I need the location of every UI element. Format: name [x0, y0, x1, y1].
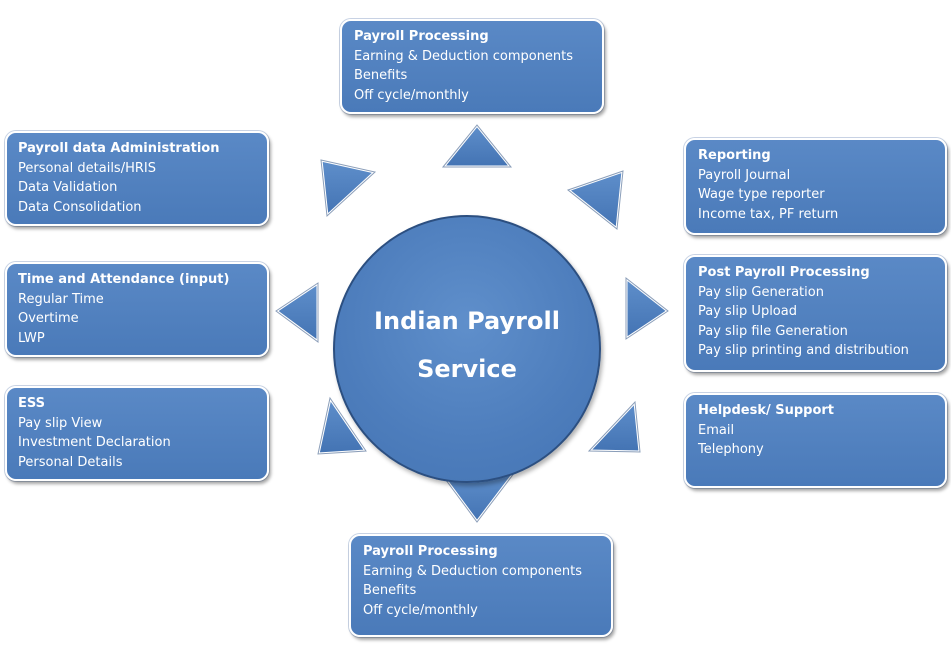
list-item: Data Consolidation — [18, 199, 142, 215]
list-item: Wage type reporter — [698, 187, 825, 202]
helpdesk-support-box: Helpdesk/ Support Email Telephony — [684, 393, 947, 488]
box-title: Time and Attendance (input) — [18, 272, 230, 287]
payroll-processing-bottom-box: Payroll Processing Earning & Deduction c… — [349, 534, 613, 637]
list-item: LWP — [18, 330, 45, 346]
center-circle: Indian Payroll Service — [333, 215, 601, 483]
box-title: Reporting — [698, 148, 771, 163]
list-item: Payroll Journal — [698, 167, 791, 183]
list-item: Data Validation — [18, 180, 118, 195]
center-label: Indian Payroll Service — [335, 217, 599, 481]
box-title: Helpdesk/ Support — [698, 403, 835, 418]
box-title: Payroll data Administration — [18, 141, 220, 156]
box-title: Payroll Processing — [354, 29, 489, 44]
item-list: Regular Time Overtime LWP — [18, 290, 257, 349]
list-item: Benefits — [354, 68, 408, 83]
arrow-to-post-box — [624, 274, 671, 342]
list-item: Email — [698, 422, 735, 438]
list-item: Earning & Deduction components — [354, 48, 574, 64]
list-item: Personal Details — [18, 454, 123, 470]
list-item: Off cycle/monthly — [354, 87, 469, 103]
item-list: Pay slip Generation Pay slip Upload Pay … — [698, 283, 935, 361]
list-item: Pay slip file Generation — [698, 323, 848, 339]
payroll-data-administration-box: Payroll data Administration Personal det… — [5, 131, 269, 226]
post-payroll-processing-box: Post Payroll Processing Pay slip Generat… — [684, 255, 947, 372]
list-item: Pay slip Upload — [698, 304, 797, 319]
list-item: Benefits — [363, 583, 417, 598]
list-item: Investment Declaration — [18, 435, 171, 450]
list-item: Overtime — [18, 311, 79, 326]
box-title: Payroll Processing — [363, 544, 498, 559]
payroll-processing-top-box: Payroll Processing Earning & Deduction c… — [340, 19, 604, 114]
list-item: Pay slip View — [18, 415, 103, 431]
arrow-to-time-box — [273, 280, 320, 345]
item-list: Earning & Deduction components Benefits … — [363, 562, 601, 621]
item-list: Personal details/HRIS Data Validation Da… — [18, 159, 257, 218]
list-item: Personal details/HRIS — [18, 160, 156, 176]
time-and-attendance-box: Time and Attendance (input) Regular Time… — [5, 262, 269, 357]
list-item: Earning & Deduction components — [363, 563, 583, 579]
ess-box: ESS Pay slip View Investment Declaration… — [5, 386, 269, 481]
list-item: Pay slip Generation — [698, 284, 824, 300]
box-title: Post Payroll Processing — [698, 265, 870, 280]
list-item: Regular Time — [18, 291, 104, 307]
list-item: Off cycle/monthly — [363, 602, 478, 618]
item-list: Email Telephony — [698, 421, 935, 460]
item-list: Earning & Deduction components Benefits … — [354, 47, 592, 106]
center-title-line1: Indian Payroll — [374, 307, 560, 335]
item-list: Pay slip View Investment Declaration Per… — [18, 414, 257, 473]
reporting-box: Reporting Payroll Journal Wage type repo… — [684, 138, 947, 235]
arrow-to-top-box — [439, 122, 515, 169]
box-title: ESS — [18, 396, 46, 411]
list-item: Telephony — [698, 442, 764, 457]
list-item: Pay slip printing and distribution — [698, 343, 909, 358]
item-list: Payroll Journal Wage type reporter Incom… — [698, 166, 935, 225]
list-item: Income tax, PF return — [698, 206, 839, 222]
arrow-to-admin-box — [319, 158, 379, 220]
center-title-line2: Service — [417, 355, 517, 383]
